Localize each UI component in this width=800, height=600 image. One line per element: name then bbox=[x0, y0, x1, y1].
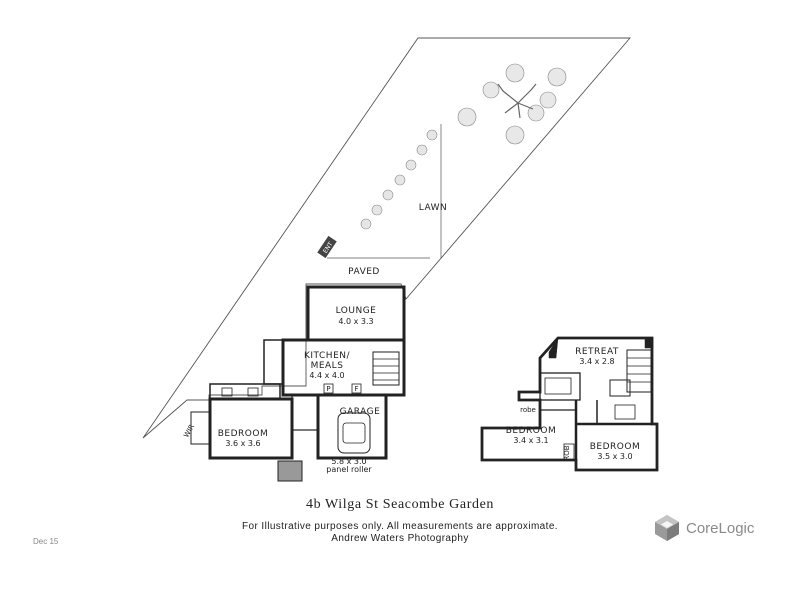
corelogic-wordmark: CoreLogic bbox=[686, 519, 755, 537]
disclaimer: For Illustrative purposes only. All meas… bbox=[242, 521, 558, 532]
bedroom3-dimensions: 3.5 x 3.0 bbox=[597, 452, 632, 461]
bedroom1-label: BEDROOM bbox=[218, 429, 268, 439]
fridge-label: F bbox=[354, 385, 358, 393]
paved-label: PAVED bbox=[348, 267, 380, 277]
lounge-label: LOUNGE bbox=[336, 306, 377, 316]
lawn-label: LAWN bbox=[419, 203, 448, 213]
wir-label: WIR bbox=[182, 423, 196, 439]
upper-floor bbox=[480, 336, 659, 472]
feature-tree bbox=[497, 83, 537, 119]
entry-marker: ENT bbox=[317, 235, 337, 259]
retreat-label: RETREAT bbox=[575, 347, 619, 357]
kitchen-label-line1: KITCHEN/ bbox=[304, 351, 350, 361]
corelogic-cube-icon bbox=[655, 515, 679, 541]
bedroom3-label: BEDROOM bbox=[590, 442, 640, 452]
pantry-label: P bbox=[326, 385, 330, 393]
photographer-credit: Andrew Waters Photography bbox=[331, 533, 469, 544]
ground-floor bbox=[190, 285, 406, 482]
kitchen-dimensions: 4.4 x 4.0 bbox=[309, 371, 344, 380]
plan-date: Dec 15 bbox=[33, 537, 59, 546]
garage-label: GARAGE bbox=[340, 407, 381, 417]
rob-label: ROB bbox=[563, 445, 571, 460]
bedroom1-dimensions: 3.6 x 3.6 bbox=[225, 439, 260, 448]
retreat-dimensions: 3.4 x 2.8 bbox=[579, 357, 614, 366]
robe-label: robe bbox=[520, 406, 536, 414]
corelogic-logo: CoreLogic bbox=[654, 514, 754, 542]
bedroom2-dimensions: 3.4 x 3.1 bbox=[513, 436, 548, 445]
garden-trees bbox=[457, 63, 567, 145]
lounge-dimensions: 4.0 x 3.3 bbox=[338, 317, 373, 326]
property-address: 4b Wilga St Seacombe Garden bbox=[305, 497, 494, 512]
garage-door-label: panel roller bbox=[326, 465, 372, 474]
kitchen-label-line2: MEALS bbox=[311, 361, 344, 371]
bedroom2-label: BEDROOM bbox=[506, 426, 556, 436]
hedge-shrubs bbox=[360, 129, 438, 230]
garage-dimensions: 5.8 x 3.0 bbox=[331, 457, 366, 466]
